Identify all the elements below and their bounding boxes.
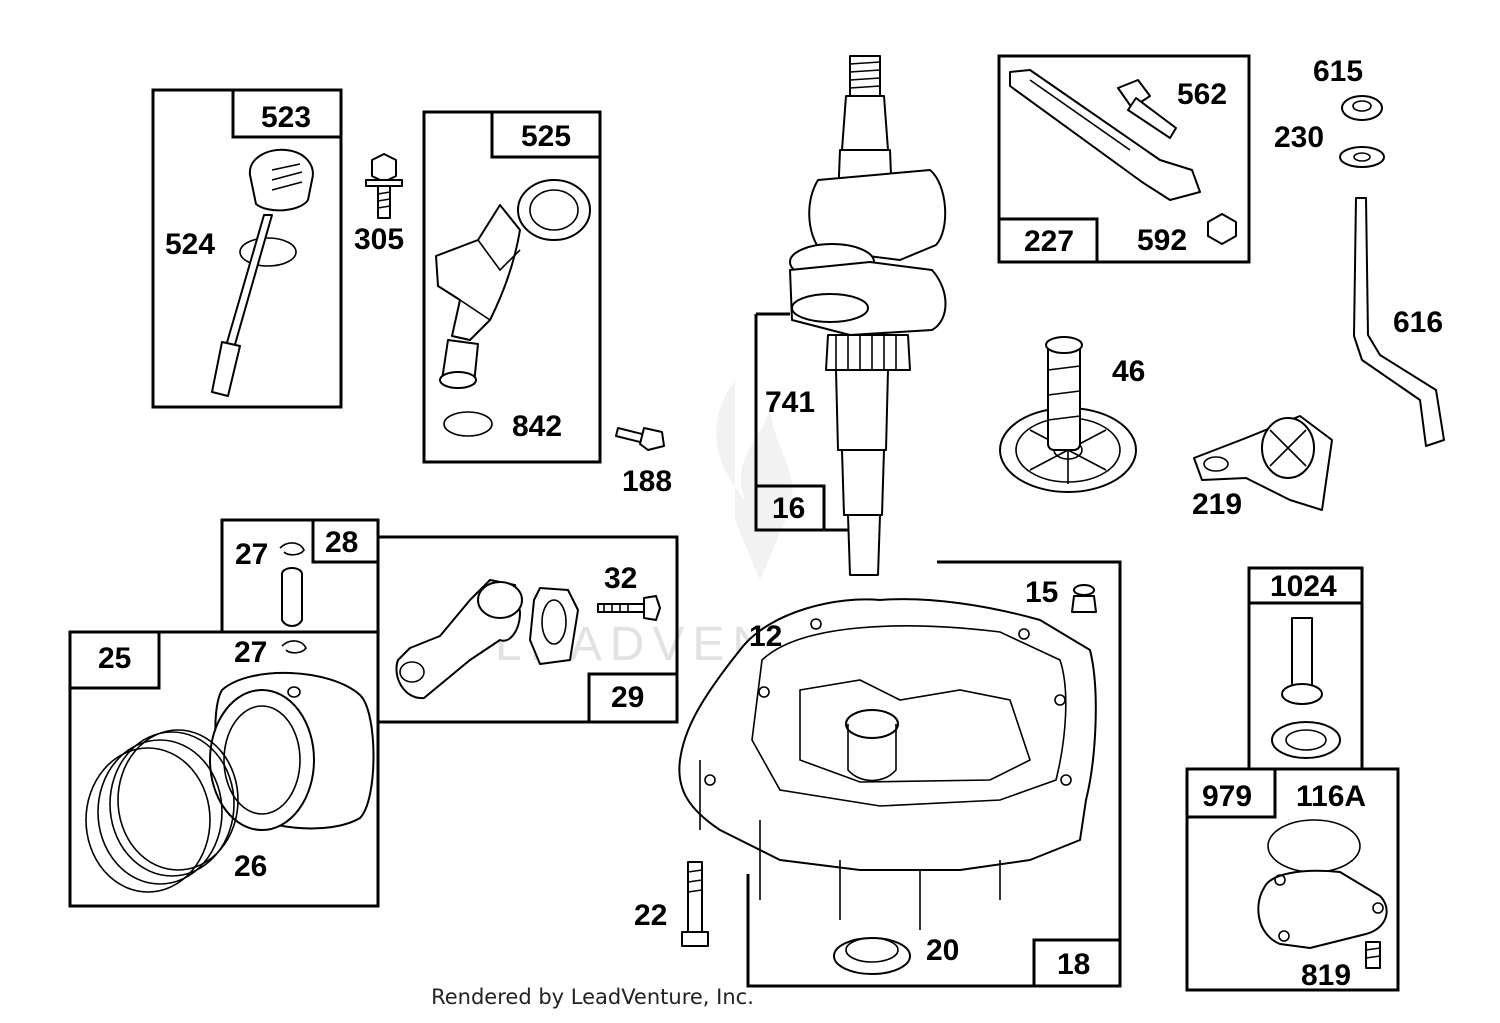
camshaft-46 [999,336,1137,493]
engine-sump-part [678,598,1097,930]
group-525 [422,110,602,464]
label-979: 979 [1202,780,1252,813]
label-592: 592 [1137,224,1187,257]
label-20: 20 [926,934,959,967]
plug-15 [1071,584,1097,613]
bolt-562 [1117,79,1177,139]
label-25: 25 [98,642,131,675]
bolt-305 [365,153,403,219]
label-230: 230 [1274,121,1324,154]
label-819: 819 [1301,959,1351,992]
label-741: 741 [765,386,815,419]
label-219: 219 [1192,488,1242,521]
group-29 [376,535,679,724]
crankshaft-part [789,55,947,576]
oil-pump-part [1271,617,1341,759]
label-227: 227 [1024,225,1074,258]
label-15: 15 [1025,576,1058,609]
label-116A: 116A [1296,780,1366,813]
label-22: 22 [634,899,667,932]
o-ring-842 [443,411,493,437]
pump-cover-part [1257,869,1388,949]
o-ring-116A [1267,819,1361,873]
label-46: 46 [1112,355,1145,388]
label-524: 524 [165,228,215,261]
label-29: 29 [611,681,644,714]
group-227 [997,54,1251,264]
governor-shaft-parts [1339,95,1445,447]
rod-bolt-32 [597,595,661,621]
governor-219 [1193,415,1333,511]
label-615: 615 [1313,55,1363,88]
label-616: 616 [1393,306,1443,339]
label-305: 305 [354,223,404,256]
label-18: 18 [1057,948,1090,981]
label-32: 32 [604,562,637,595]
clip-27-upper [279,542,305,556]
label-28: 28 [325,526,358,559]
group-28 [220,518,380,634]
bolt-188 [615,427,665,451]
label-525: 525 [521,120,571,153]
group-979 [1185,767,1400,992]
label-523: 523 [261,101,311,134]
group-25 [68,630,380,908]
bolt-819 [1365,941,1381,969]
footer-credit: Rendered by LeadVenture, Inc. [431,985,754,1009]
nut-592 [1207,213,1237,245]
group-16 [754,312,848,532]
piston-part [209,671,375,831]
label-1024: 1024 [1270,570,1337,603]
connecting-rod-part [395,579,579,700]
piston-rings-26 [85,729,239,893]
group-523 [151,88,343,409]
label-27-lower: 27 [234,636,267,669]
group-18 [678,560,1122,988]
bolt-22 [681,861,709,947]
oil-fill-tube-part [435,179,591,389]
label-562: 562 [1177,78,1227,111]
label-26: 26 [234,850,267,883]
label-842: 842 [512,410,562,443]
governor-lever-part [1009,69,1201,201]
seal-615 [1341,95,1383,121]
clip-27-lower [281,640,307,654]
label-16: 16 [772,492,805,525]
label-188: 188 [622,465,672,498]
washer-230 [1339,146,1385,168]
label-12: 12 [749,620,782,653]
oil-seal-20 [833,937,911,975]
label-27-upper: 27 [235,538,268,571]
piston-pin-part [281,567,303,627]
dipstick-part [211,148,314,397]
governor-shaft-616 [1353,197,1445,447]
